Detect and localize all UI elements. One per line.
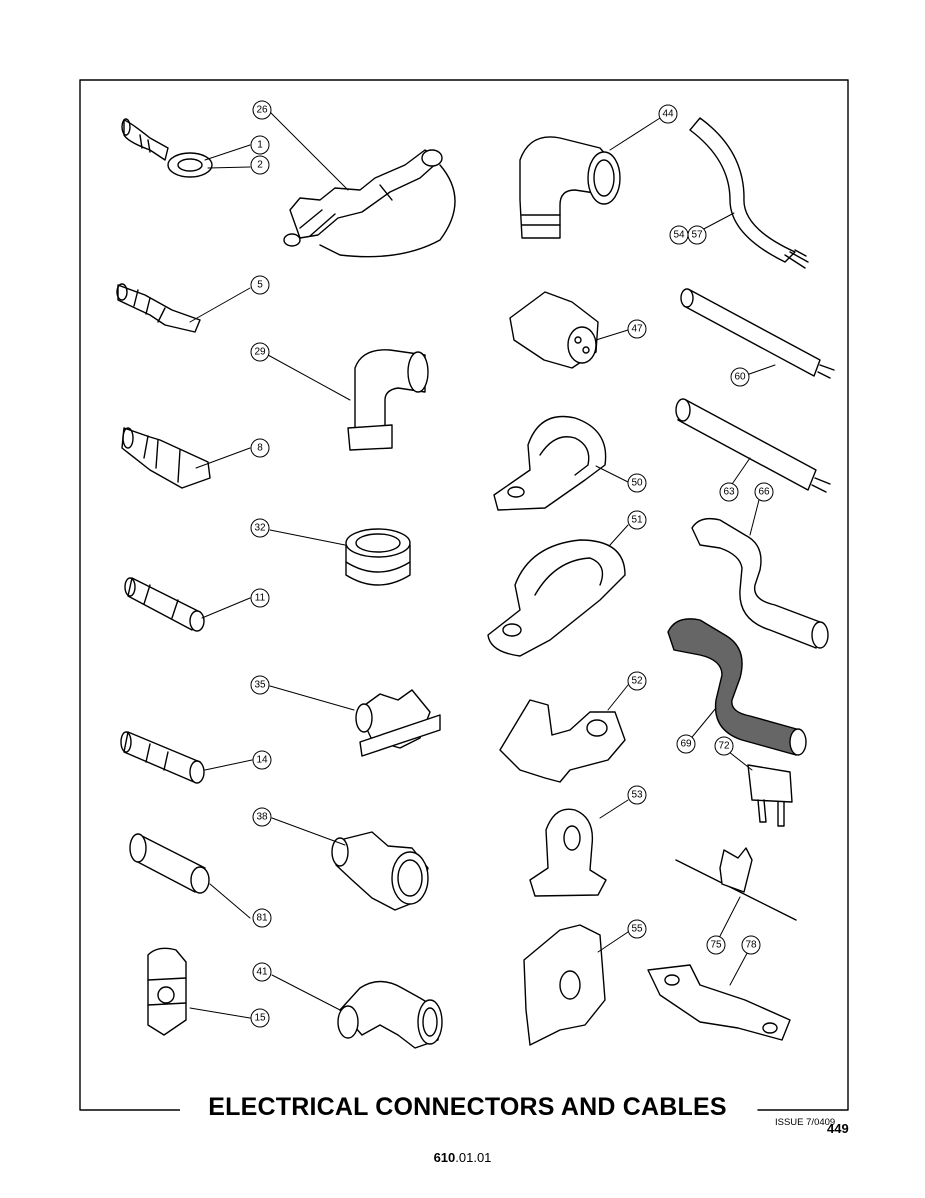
callout-75: 75 — [706, 935, 726, 955]
svg-text:63: 63 — [723, 487, 735, 498]
callout-2: 2 — [250, 155, 270, 175]
callout-55: 55 — [627, 919, 647, 939]
diagram-frame — [79, 79, 849, 1111]
blade-fuse-part — [747, 764, 793, 827]
svg-text:29: 29 — [254, 347, 266, 358]
cable-clip-part — [523, 924, 606, 1046]
callout-47: 47 — [627, 319, 647, 339]
svg-text:60: 60 — [734, 372, 746, 383]
svg-text:2: 2 — [257, 160, 263, 171]
svg-text:11: 11 — [255, 593, 266, 604]
callout-57: 57 — [687, 225, 707, 245]
callout-5: 5 — [250, 275, 270, 295]
page-title: ELECTRICAL CONNECTORS AND CABLES — [180, 1093, 755, 1122]
svg-text:14: 14 — [256, 755, 268, 766]
female-spade-part — [121, 427, 211, 489]
fuse-part — [124, 577, 205, 632]
butt-connector-part — [120, 731, 205, 784]
svg-text:51: 51 — [631, 515, 643, 526]
svg-text:38: 38 — [256, 812, 268, 823]
svg-text:32: 32 — [254, 523, 266, 534]
conduit-gland-part — [345, 528, 411, 586]
callout-81: 81 — [252, 908, 272, 928]
callout-35: 35 — [250, 675, 270, 695]
callout-50: 50 — [627, 473, 647, 493]
svg-text:52: 52 — [631, 676, 643, 687]
svg-text:69: 69 — [680, 739, 692, 750]
callout-53: 53 — [627, 785, 647, 805]
issue-label: ISSUE 7/0409 — [775, 1117, 836, 1128]
callout-26: 26 — [252, 100, 272, 120]
plug-connector-part — [509, 291, 599, 369]
svg-text:78: 78 — [745, 940, 757, 951]
p-clip-large-part — [487, 539, 626, 657]
callout-1: 1 — [250, 135, 270, 155]
conduit-clamp-part — [355, 689, 441, 757]
callout-44: 44 — [658, 104, 678, 124]
sleeved-cable-2-part — [675, 398, 831, 493]
svg-text:50: 50 — [631, 478, 643, 489]
svg-text:47: 47 — [631, 324, 643, 335]
braided-conduit-part — [667, 618, 807, 756]
svg-text:81: 81 — [256, 913, 268, 924]
svg-text:55: 55 — [631, 924, 643, 935]
callout-78: 78 — [741, 935, 761, 955]
svg-text:75: 75 — [710, 940, 722, 951]
elbow-fitting-part — [347, 349, 429, 451]
strip-fuse-part — [647, 964, 791, 1041]
svg-text:1: 1 — [257, 140, 263, 151]
callout-32: 32 — [250, 518, 270, 538]
svg-text:15: 15 — [254, 1013, 266, 1024]
callout-29: 29 — [250, 342, 270, 362]
svg-text:41: 41 — [256, 967, 268, 978]
callout-72: 72 — [714, 736, 734, 756]
elbow-fitting-2-part — [337, 980, 443, 1049]
callout-8: 8 — [250, 438, 270, 458]
callout-41: 41 — [252, 962, 272, 982]
insulating-sleeve-part — [129, 833, 210, 894]
cable-multicore-part — [689, 117, 809, 269]
svg-text:44: 44 — [662, 109, 674, 120]
svg-text:35: 35 — [254, 680, 266, 691]
callout-63: 63 — [719, 482, 739, 502]
ring-terminal-part — [121, 118, 213, 178]
mounting-clip-part — [147, 947, 187, 1036]
svg-text:5: 5 — [257, 280, 263, 291]
convoluted-conduit-part — [691, 517, 829, 649]
straight-fitting-part — [331, 831, 429, 911]
blade-terminal-part — [116, 283, 201, 333]
svg-text:26: 26 — [256, 105, 268, 116]
svg-text:54: 54 — [673, 230, 685, 241]
cable-tie-mount-part — [529, 808, 607, 897]
callout-15: 15 — [250, 1008, 270, 1028]
callout-54: 54 — [669, 225, 689, 245]
p-clip-small-part — [493, 415, 607, 511]
svg-text:8: 8 — [257, 443, 263, 454]
callout-11: 11 — [250, 588, 270, 608]
callout-60: 60 — [730, 367, 750, 387]
callout-52: 52 — [627, 671, 647, 691]
sleeved-cable-part — [680, 288, 835, 379]
cable-tie-part — [675, 847, 797, 921]
callout-66: 66 — [754, 482, 774, 502]
callout-14: 14 — [252, 750, 272, 770]
crimp-assembly-part — [283, 149, 456, 258]
elbow-gland-part — [519, 136, 621, 239]
callout-51: 51 — [627, 510, 647, 530]
page-number: 449 — [827, 1121, 849, 1136]
document-number-rest: .01.01 — [455, 1150, 492, 1165]
svg-text:53: 53 — [631, 790, 643, 801]
callout-69: 69 — [676, 734, 696, 754]
svg-text:57: 57 — [691, 230, 703, 241]
callout-38: 38 — [252, 807, 272, 827]
document-number: 610.01.01 — [0, 1150, 925, 1165]
svg-text:66: 66 — [758, 487, 770, 498]
document-number-bold: 610 — [433, 1150, 456, 1165]
svg-text:72: 72 — [718, 741, 730, 752]
cable-clip-saddle-part — [499, 699, 626, 783]
